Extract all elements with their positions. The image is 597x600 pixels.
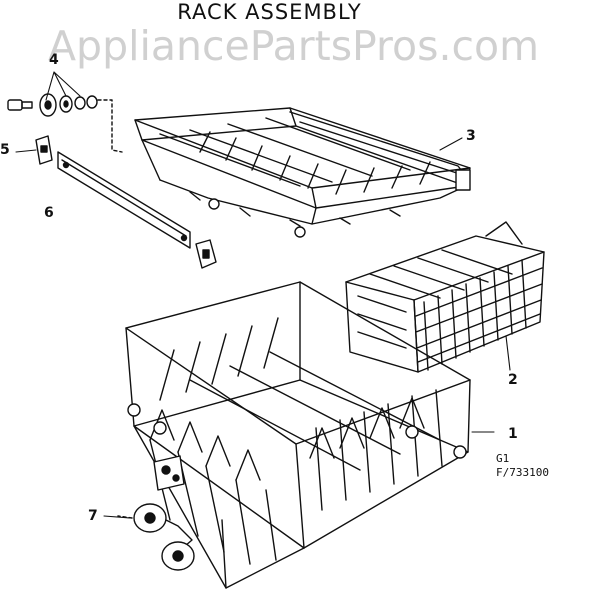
part-1-lower-rack xyxy=(125,281,471,589)
part-3-upper-rack xyxy=(134,107,471,238)
watermark: AppliancePartsPros.com xyxy=(48,22,540,70)
callout-3: 3 xyxy=(466,128,476,144)
figure-ref-line-2: F/733100 xyxy=(496,466,549,479)
callout-1: 1 xyxy=(508,426,518,442)
figure-reference: G1 F/733100 xyxy=(496,452,549,480)
part-7-wheel-bracket xyxy=(117,455,195,571)
callout-2: 2 xyxy=(508,372,518,388)
part-6-rail xyxy=(57,151,217,269)
callout-5: 5 xyxy=(0,142,10,158)
part-2-silverware-basket xyxy=(345,221,545,373)
callout-6: 6 xyxy=(44,205,54,221)
callout-7: 7 xyxy=(88,508,98,524)
diagram-title: RACK ASSEMBLY xyxy=(177,0,362,24)
part-4-roller-hardware xyxy=(7,93,123,153)
figure-ref-line-1: G1 xyxy=(496,452,510,465)
leader-lines xyxy=(15,71,511,519)
callout-4: 4 xyxy=(49,52,59,68)
part-5-clip xyxy=(35,135,53,165)
